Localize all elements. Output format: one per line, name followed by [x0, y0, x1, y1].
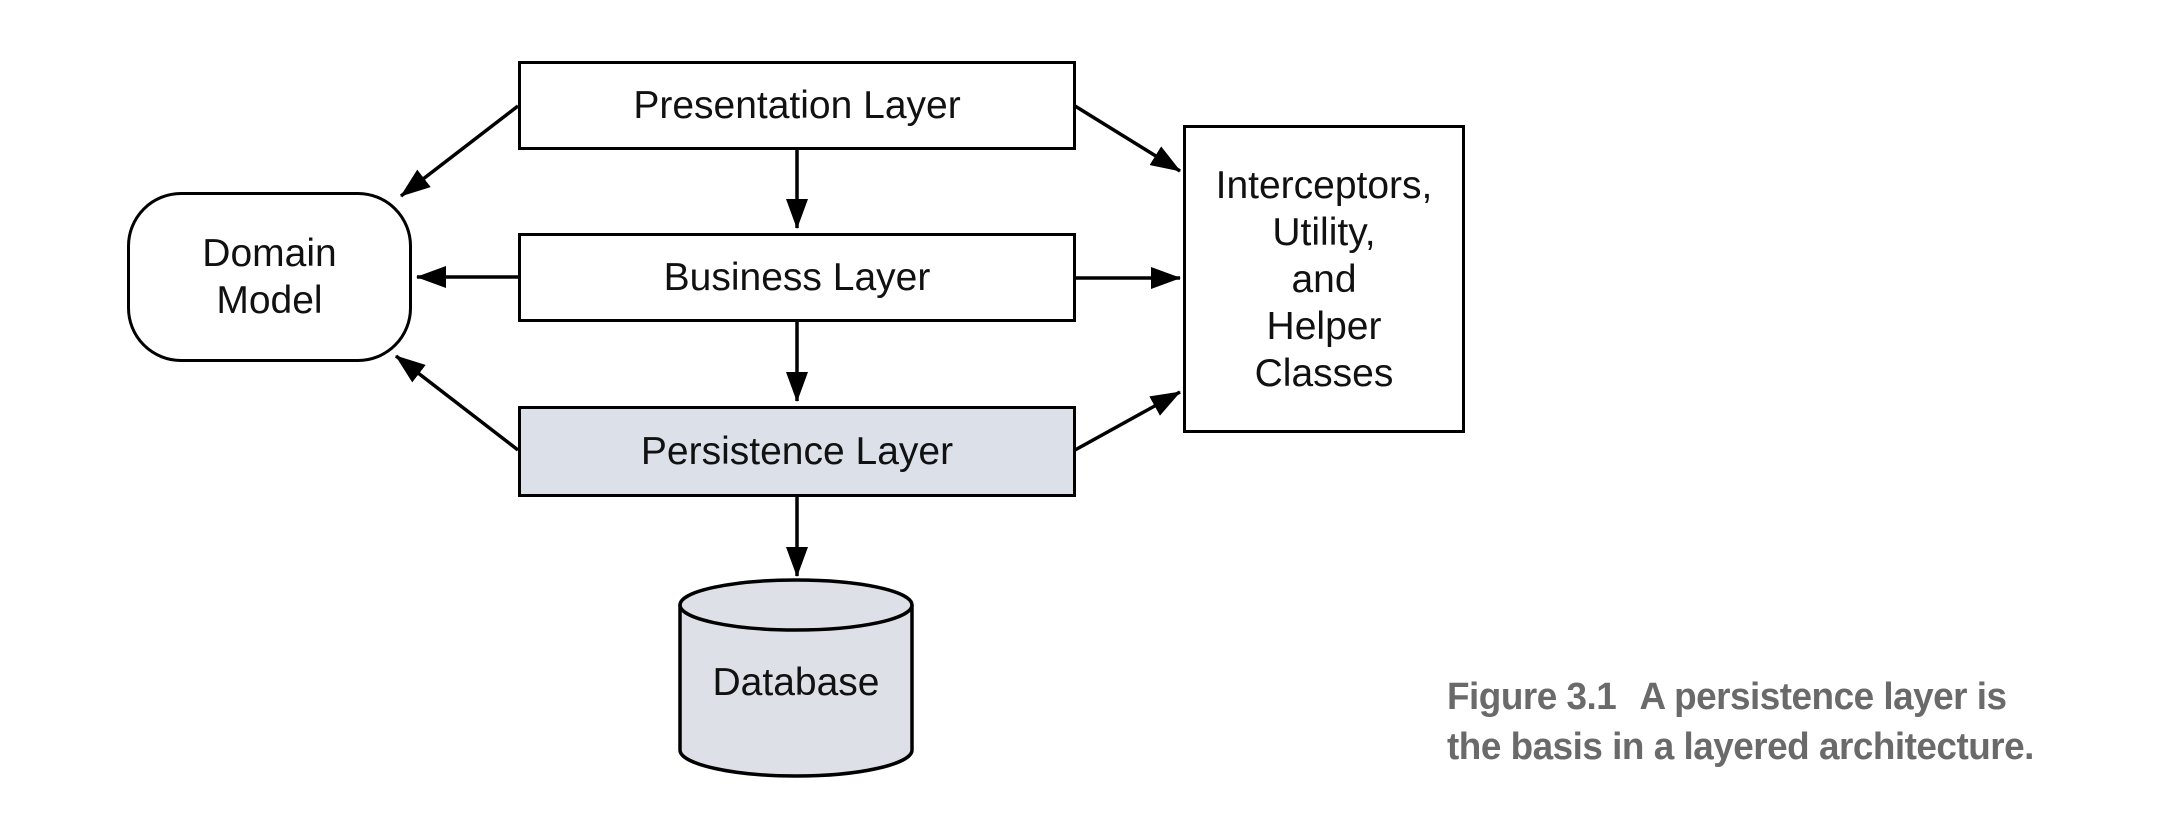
figure-number: Figure 3.1: [1447, 676, 1617, 718]
business-layer-label: Business Layer: [663, 256, 931, 299]
database-label: Database: [712, 661, 880, 704]
node-persistence-layer: Persistence Layer: [518, 406, 1076, 497]
database-cylinder-body: [678, 605, 914, 778]
domain-model-label-line: Domain: [202, 232, 337, 275]
interceptors-label-line: Helper: [1266, 304, 1382, 348]
node-interceptors-utility-helper: Interceptors, Utility, and Helper Classe…: [1183, 125, 1465, 433]
figure-caption-text1: A persistence layer is: [1639, 676, 2008, 718]
database-cylinder: [678, 578, 914, 778]
arrow-presentation-to-interceptors: [1074, 104, 1181, 173]
node-presentation-layer: Presentation Layer: [518, 61, 1076, 150]
figure-caption: Figure 3.1 A persistence layer is the bas…: [1447, 672, 2155, 772]
presentation-layer-label: Presentation Layer: [633, 84, 961, 127]
arrow-persistence-to-interceptors: [1074, 390, 1181, 452]
database-cylinder-top: [678, 578, 914, 632]
persistence-layer-label: Persistence Layer: [640, 430, 954, 473]
figure-caption-line2: the basis in a layered architecture.: [1447, 726, 2034, 768]
interceptors-label-line: Classes: [1254, 351, 1394, 395]
interceptors-label-line: Utility,: [1272, 210, 1376, 254]
interceptors-label-line: Interceptors,: [1215, 163, 1433, 207]
arrow-presentation-to-domain-model: [399, 104, 520, 198]
node-domain-model: Domain Model: [127, 192, 412, 362]
node-business-layer: Business Layer: [518, 233, 1076, 322]
interceptors-label-line: and: [1291, 257, 1357, 301]
arrow-persistence-to-domain-model: [394, 354, 520, 452]
domain-model-label-line: Model: [216, 279, 323, 322]
figure-caption-line1: Figure 3.1 A persistence layer is: [1447, 672, 2155, 722]
